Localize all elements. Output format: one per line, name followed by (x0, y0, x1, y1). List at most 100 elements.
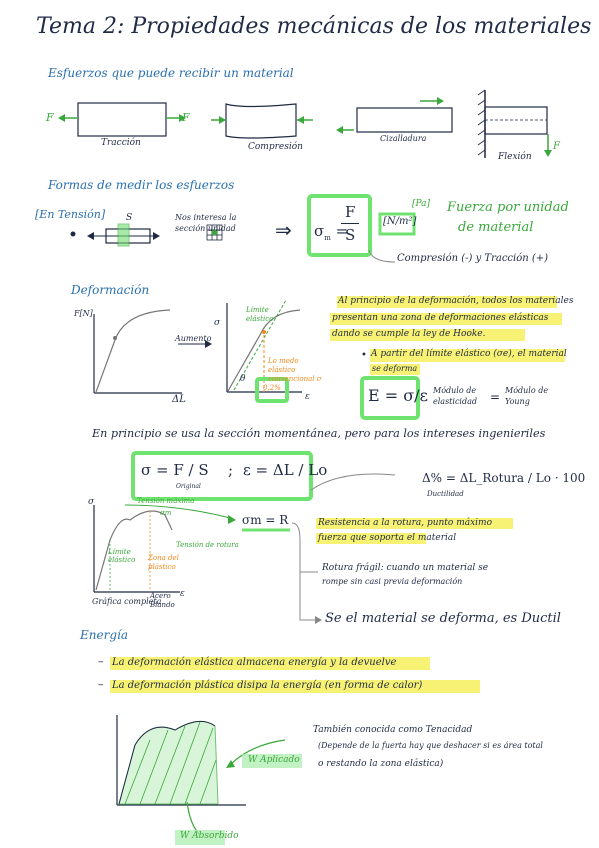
s1-heading: Esfuerzos que puede recibir un material (48, 66, 294, 80)
formula-S: S (345, 226, 356, 244)
branch-lines (291, 522, 318, 621)
implies-icon: ⇒ (275, 218, 292, 242)
formula-F: F (345, 203, 356, 221)
limite-label: Límite elástico (246, 306, 274, 323)
aumento-label: Aumento (175, 334, 212, 343)
graph2-curve (227, 309, 301, 392)
units-box (378, 212, 416, 236)
E-box (360, 376, 420, 420)
energy-area (118, 720, 219, 805)
formula-1-sub: Original (176, 483, 201, 490)
semicolon: ; (228, 461, 234, 479)
acero-label: Acero Blando (150, 592, 175, 609)
energy-hatch (124, 721, 217, 805)
deform-text-1: Al principio de la deformación, todos lo… (338, 296, 574, 306)
deform-text-3: dando se cumple la ley de Hooke. (332, 329, 486, 339)
tension-max-label: Tensión máxima (137, 497, 195, 505)
f-label: F (46, 111, 54, 124)
compresion-bar (225, 103, 297, 139)
arrow-head-icon (297, 116, 304, 124)
hl-9 (110, 680, 480, 693)
ductilidad-formula: Δ% = ΔL_Rotura / Lo · 100 (422, 471, 586, 485)
s3-heading: Deformación (71, 283, 150, 297)
compresion-label: Compresión (248, 142, 303, 152)
formula-1: σ = F / S (141, 461, 209, 479)
arrow-head-icon (336, 126, 343, 134)
pct-label: 0,2% (263, 384, 281, 392)
s2-heading: Formas de medir los esfuerzos (48, 178, 235, 192)
flexion-beam (484, 106, 548, 135)
w-aplicada-box (242, 754, 302, 768)
sigma-max-label: σm (160, 509, 172, 517)
graph1-curve (95, 309, 171, 393)
formula-box (307, 194, 372, 257)
bullet1a: A partir del límite elástico (σe), el ma… (371, 349, 567, 359)
arrow-head-icon (226, 760, 235, 768)
axis-sigma: σ (214, 318, 221, 328)
arrow-head-icon (219, 116, 226, 124)
offset-line (233, 299, 287, 391)
sign-arrow (368, 249, 396, 263)
pa-label: [Pa] (412, 199, 431, 209)
resistencia-2: fuerza que soporta el material (318, 533, 457, 543)
traccion-label: Tracción (101, 138, 141, 148)
axis-sigma-2: σ (88, 497, 95, 507)
dash-1: – (98, 655, 104, 668)
energia-line2: La deformación plástica disipa la energí… (112, 680, 423, 691)
sigma-max-arrow (124, 504, 231, 519)
sigma-R: σm = R (242, 513, 289, 527)
zona-label: Zona del plástico (148, 554, 179, 571)
section-s-label: S (126, 213, 133, 223)
hl-4 (370, 349, 565, 362)
limite-label-2: Límite elástico (108, 548, 136, 564)
fragil-1: Rotura frágil: cuando un material se (322, 563, 489, 573)
units-label: [N/m²] (383, 216, 417, 227)
unit-cell (212, 230, 217, 235)
tension-bracket: [En Tensión] (35, 208, 106, 221)
arrow-head-icon (228, 515, 236, 524)
arrow-head-icon (437, 97, 444, 105)
equals-sign: = (490, 390, 501, 404)
tension-section (117, 223, 130, 247)
arrow-head-icon (179, 114, 186, 122)
traccion-bar (77, 102, 167, 137)
dash-2: – (98, 678, 104, 691)
flexion-label: Flexión (498, 152, 532, 162)
formula-box-2 (131, 451, 313, 501)
fragil-2: rompe sin casi previa deformación (322, 577, 463, 586)
bullet1b: se deforma (372, 364, 418, 373)
axis-e-2: ε (180, 589, 185, 599)
hl-2 (330, 313, 562, 325)
resistencia-1: Resistencia a la rotura, punto máximo (318, 518, 493, 528)
ductil-note: Se el material se deforma, es Ductil (325, 611, 561, 626)
desc-line1: Fuerza por unidad (447, 200, 569, 215)
bullet-dot: • (361, 350, 367, 361)
w-absorbida-box (175, 830, 225, 845)
grafica-label: Gráfica completa (92, 597, 162, 606)
area-note: Nos interesa la sección unidad (175, 213, 237, 233)
w-aplicada-arrow (229, 739, 286, 766)
ductilidad-label: Ductilidad (427, 490, 464, 498)
graph1-point (113, 336, 117, 340)
lomed-label: Lo medo elástico convencional σ (268, 357, 322, 383)
tension-rot-label: Tensión de rotura (176, 541, 239, 549)
graph4-curve (118, 720, 216, 805)
f-label: F (553, 141, 560, 152)
hl-8 (110, 657, 430, 670)
tenacidad-1: También conocida como Tenacidad (313, 725, 473, 735)
young-label: Módulo de Young (505, 386, 549, 406)
wall-hatch (477, 89, 486, 156)
hl-5 (370, 364, 420, 375)
desc-line2: de material (458, 220, 534, 235)
theta-label: θ (240, 374, 246, 384)
arrow-head-icon (58, 114, 65, 122)
graph3-curve (95, 510, 173, 591)
cizalladura-label: Cizalladura (380, 134, 427, 143)
cizalladura-bar (356, 107, 453, 133)
axis-F: F[N] (74, 309, 93, 318)
modulo-label: Módulo de elasticidad (433, 386, 477, 406)
sign-note: Compresión (-) y Tracción (+) (397, 253, 549, 264)
hl-7 (316, 533, 426, 544)
deform-text-2: presentan una zona de deformaciones elás… (332, 313, 549, 323)
